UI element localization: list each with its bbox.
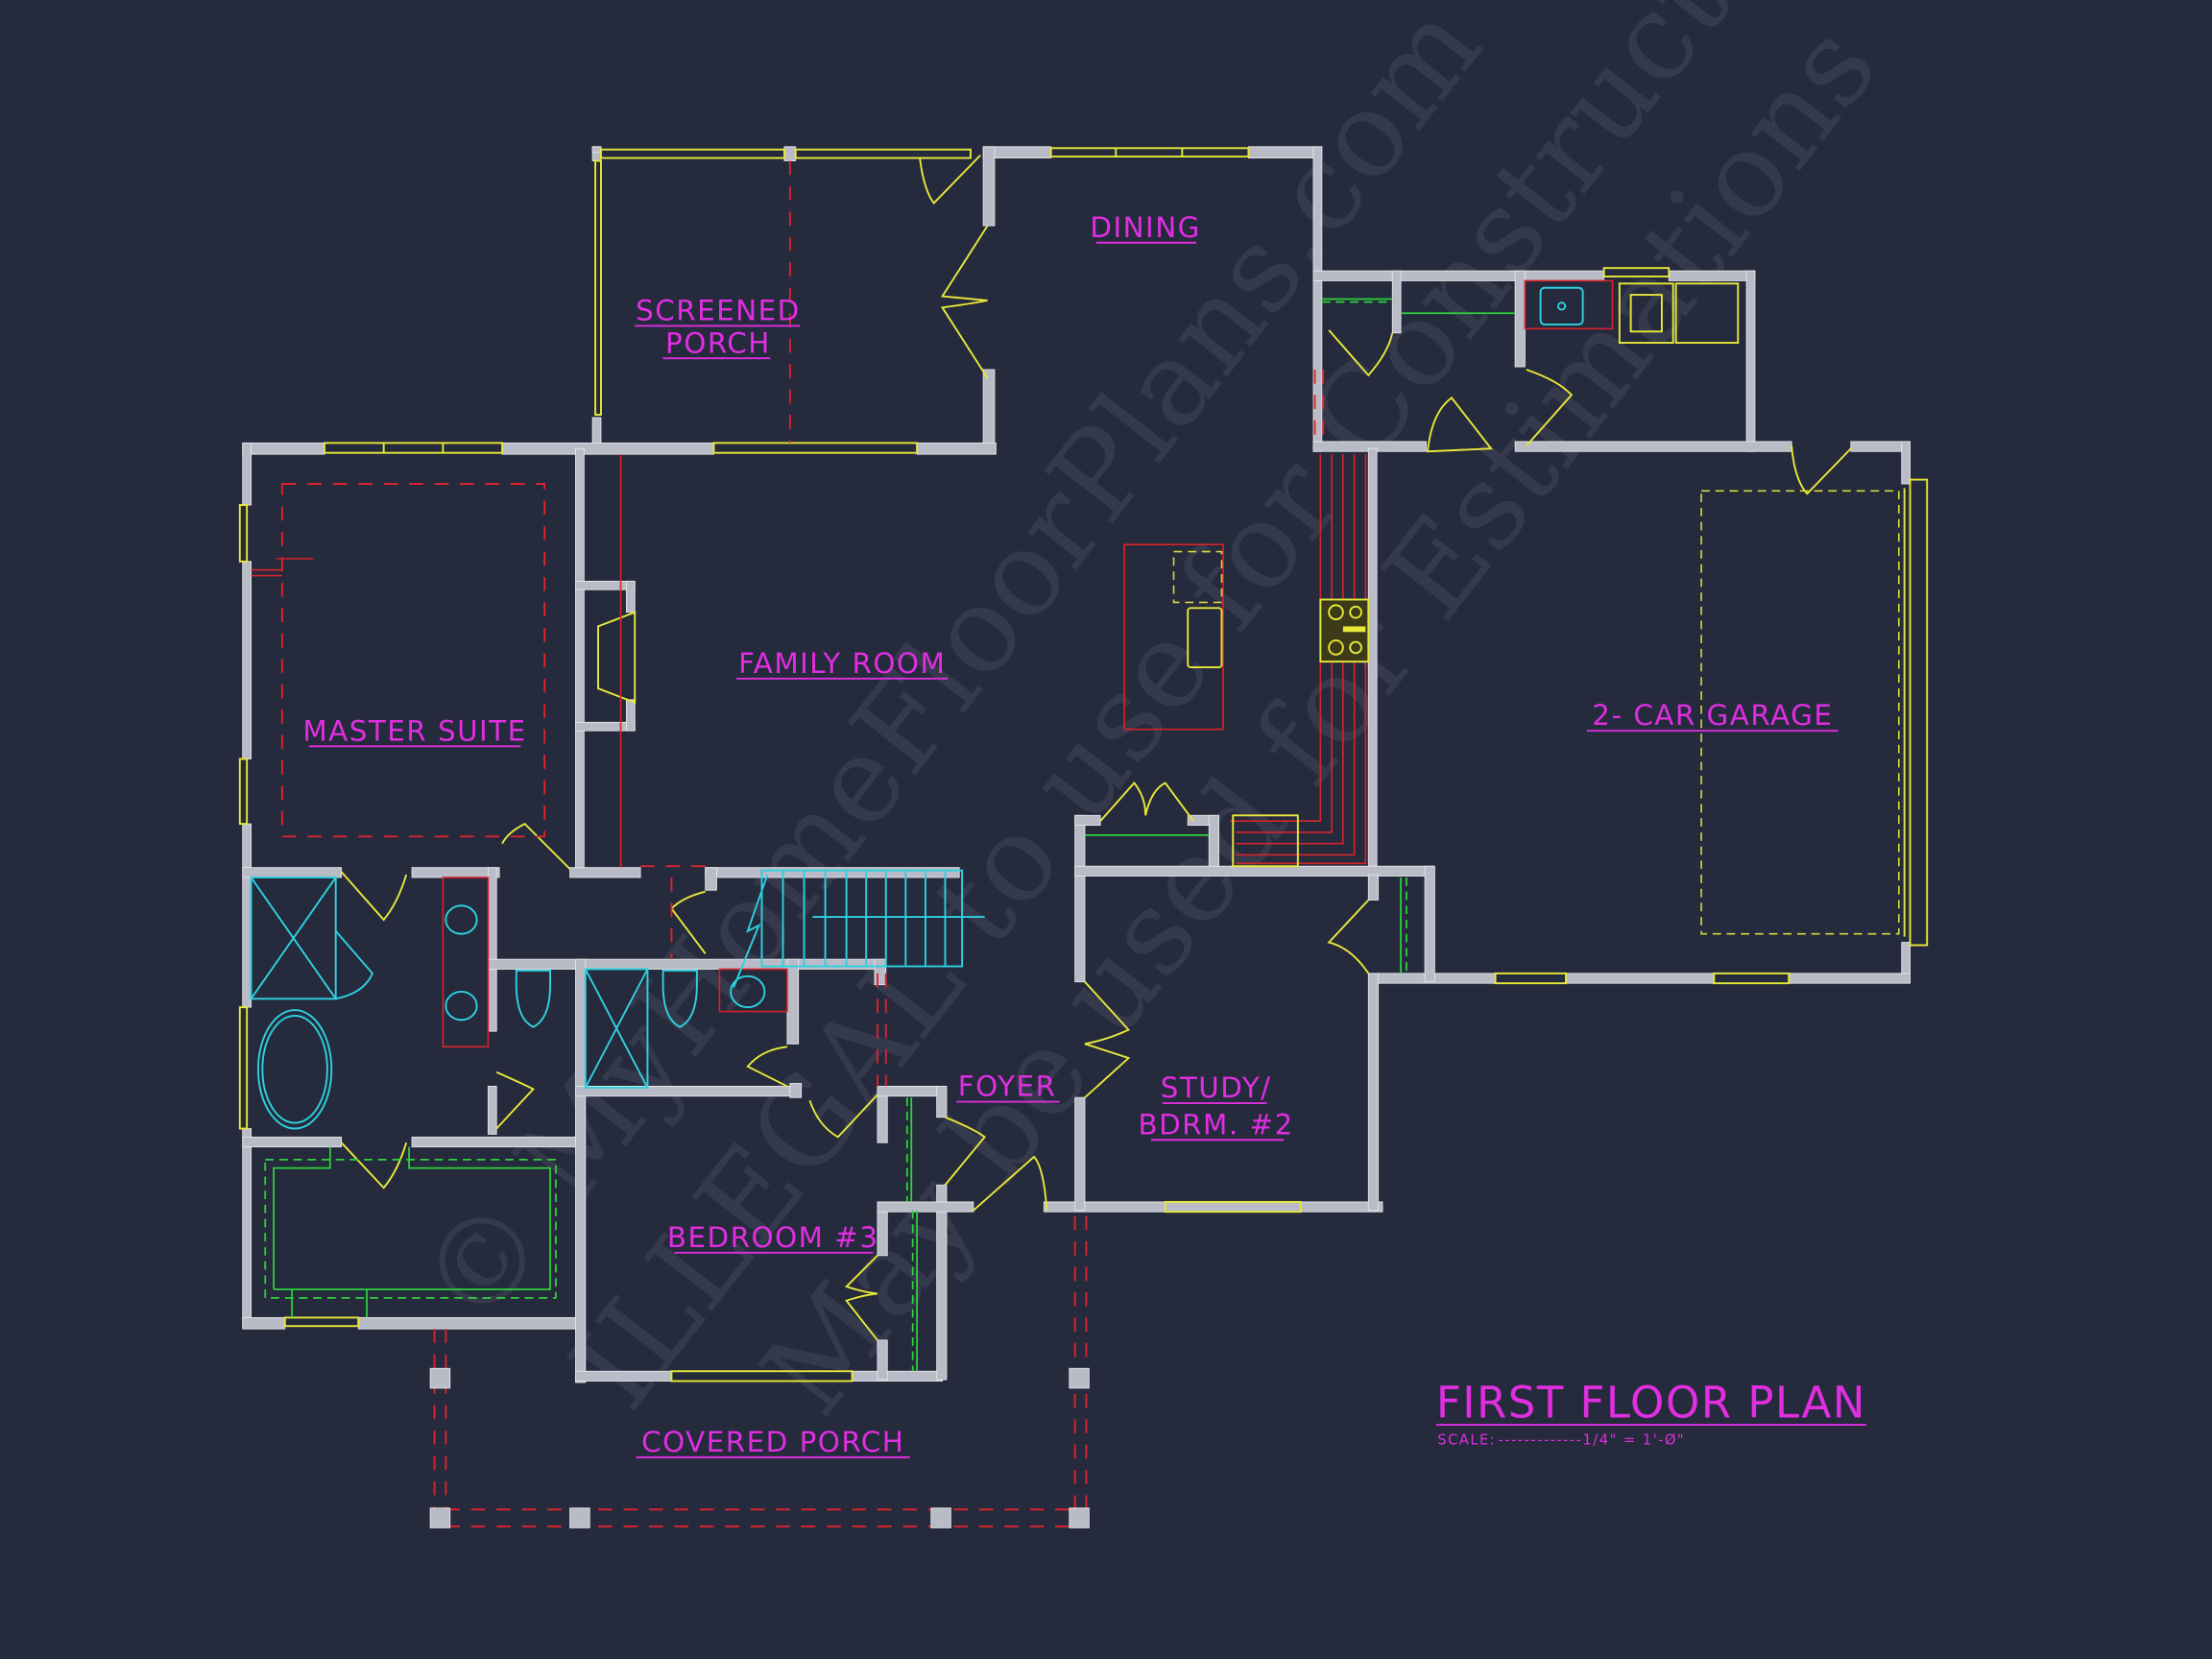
shelving <box>264 298 1516 1372</box>
svg-text:COVERED PORCH: COVERED PORCH <box>641 1426 904 1458</box>
plan-title: FIRST FLOOR PLAN <box>1436 1378 1866 1429</box>
stair <box>733 869 985 988</box>
room-label-garage: 2- CAR GARAGE <box>1587 699 1839 732</box>
room-label-foyer: FOYER <box>956 1070 1060 1103</box>
svg-text:STUDY/: STUDY/ <box>1161 1071 1272 1104</box>
walls <box>242 146 1911 1383</box>
svg-text:FOYER: FOYER <box>958 1070 1057 1103</box>
room-label-dining: DINING <box>1090 211 1200 244</box>
room-label-study: STUDY/ BDRM. #2 <box>1138 1071 1293 1141</box>
room-label-covered-porch: COVERED PORCH <box>636 1426 910 1458</box>
svg-text:SCREENED: SCREENED <box>636 295 801 327</box>
porch-posts <box>429 1367 1090 1528</box>
svg-text:MASTER SUITE: MASTER SUITE <box>302 714 526 747</box>
beams <box>251 160 1900 1527</box>
doors-windows <box>238 147 1929 1382</box>
scale-label: SCALE: <box>1437 1432 1496 1449</box>
fixtures <box>250 869 985 1130</box>
title-block: FIRST FLOOR PLAN SCALE: -------------1/4… <box>1435 1378 1866 1449</box>
svg-text:BDRM. #2: BDRM. #2 <box>1138 1108 1293 1141</box>
room-label-master-suite: MASTER SUITE <box>302 714 526 747</box>
room-label-family-room: FAMILY ROOM <box>736 647 949 680</box>
svg-text:FAMILY ROOM: FAMILY ROOM <box>738 647 946 680</box>
svg-text:2- CAR GARAGE: 2- CAR GARAGE <box>1592 699 1833 732</box>
scale-value: -------------1/4" = 1'-Ø" <box>1498 1432 1685 1449</box>
room-labels: SCREENED PORCH DINING FAMILY ROOM MASTER… <box>302 211 1839 1458</box>
svg-text:DINING: DINING <box>1090 211 1200 244</box>
svg-text:BEDROOM #3: BEDROOM #3 <box>667 1221 879 1254</box>
cabinets <box>442 279 1740 1048</box>
room-label-screened-porch: SCREENED PORCH <box>635 295 801 359</box>
svg-text:PORCH: PORCH <box>665 326 771 359</box>
room-label-bedroom-3: BEDROOM #3 <box>667 1221 879 1254</box>
